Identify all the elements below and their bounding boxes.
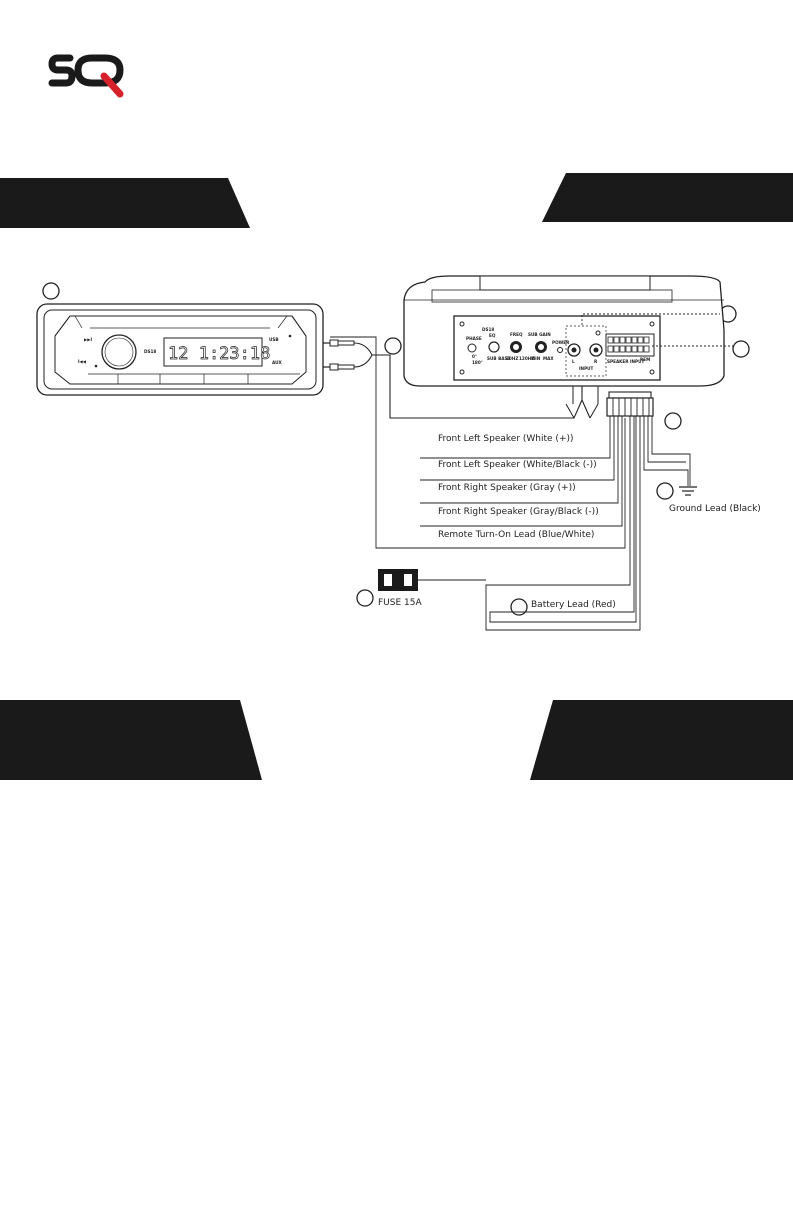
step-circle-5: [664, 412, 682, 430]
banner-bottom-left: [0, 700, 262, 780]
freq-min: 20HZ: [506, 356, 518, 361]
lcd-display: [163, 337, 263, 367]
power-label: POWER: [552, 340, 570, 345]
ground-label: Ground Lead (Black): [669, 504, 761, 514]
wire-label-front-left-pos: Front Left Speaker (White (+)): [438, 434, 574, 444]
freq-label: FREQ: [510, 332, 523, 337]
aux-label: AUX: [272, 360, 283, 365]
eq-button: [488, 341, 500, 353]
step-circle-8: [510, 598, 528, 616]
prev-track-icon: I◀◀: [78, 359, 87, 364]
amplifier: DS18 PHASE 0° 180° EQ SUB BASS FREQ 20HZ…: [403, 275, 725, 387]
banner-top-right: [542, 173, 793, 222]
amp-brand: DS18: [482, 327, 494, 332]
wire-label-front-left-neg: Front Left Speaker (White/Black (-)): [438, 460, 597, 470]
rca-plugs: [323, 339, 373, 371]
wire-label-remote: Remote Turn-On Lead (Blue/White): [438, 530, 594, 540]
phase-0-label: 0°: [472, 354, 477, 359]
step-circle-1: [42, 282, 60, 300]
usb-label: USB: [269, 337, 279, 342]
freq-max: 120HZ: [519, 356, 534, 361]
step-circle-2: [384, 337, 402, 355]
gain-label: SUB GAIN: [528, 332, 551, 337]
step-circle-6: [656, 482, 674, 500]
next-track-icon: ▶▶I: [84, 337, 92, 342]
head-unit: 12 1:23:18 DS18 ▶▶I I◀◀ USB AUX: [36, 303, 324, 396]
phase-label: PHASE: [466, 336, 482, 341]
rca-r-label: R: [594, 359, 598, 364]
phase-switch: [467, 343, 477, 353]
banner-top-left: [0, 178, 250, 228]
head-unit-brand: DS18: [144, 349, 156, 354]
wire-label-front-right-pos: Front Right Speaker (Gray (+)): [438, 483, 576, 493]
step-circle-4: [732, 340, 750, 358]
remote-wire-path: [330, 336, 626, 549]
gain-min: MIN: [531, 356, 541, 361]
ground-icon: [679, 486, 697, 496]
phase-180-label: 180°: [472, 360, 483, 365]
fuse-label: FUSE 15A: [378, 598, 422, 608]
wire-label-front-right-neg: Front Right Speaker (Gray/Black (-)): [438, 507, 599, 517]
harness-wires: [420, 416, 691, 631]
banner-bottom-right: [530, 700, 793, 780]
harness-connector: [606, 391, 654, 417]
volume-knob: [101, 334, 137, 370]
power-led: [557, 347, 563, 353]
speaker-input-label: SPEAKER INPUT: [607, 359, 645, 364]
rca-l-label: L: [572, 359, 575, 364]
display-clock: 12 1:23:18: [168, 344, 270, 364]
sub-bass-label: SUB BASS: [487, 356, 510, 361]
sq-logo: SQ: [48, 54, 124, 98]
fuse-icon: [378, 569, 486, 591]
rca-input-label: INPUT: [579, 366, 594, 371]
rem-label: REM: [640, 357, 650, 362]
eq-label: EQ: [489, 333, 496, 338]
step-circle-7: [356, 589, 374, 607]
battery-label: Battery Lead (Red): [531, 600, 616, 610]
gain-max: MAX: [543, 356, 554, 361]
